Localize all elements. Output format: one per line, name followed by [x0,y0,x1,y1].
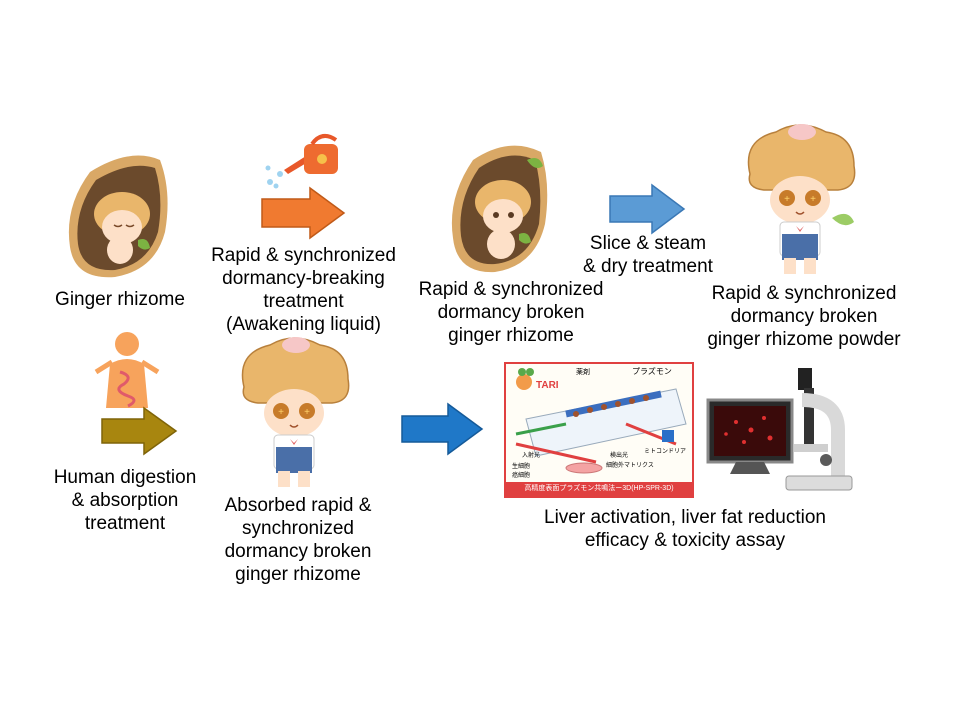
spr-incident-label: 入射光 [522,453,541,459]
watering-can-icon [265,133,338,189]
digestion-label: Human digestion & absorption treatment [42,466,208,535]
spr-reagent-label: 薬剤 [576,369,590,376]
microscope-icon [706,368,853,491]
spr-logo: TARI [536,380,559,391]
absorbed-line-4: ginger rhizome [235,564,361,585]
spr-matrix-label: 細胞外マトリクス [606,463,654,469]
spr-living-cell-label: 生細胞 [512,464,531,470]
dormancy-breaking-label: Rapid & synchronized dormancy-breaking t… [196,244,411,336]
broken-rhizome-line-1: Rapid & synchronized [418,279,604,300]
dormancy-breaking-line-4: (Awakening liquid) [226,314,381,335]
broken-rhizome-label: Rapid & synchronized dormancy broken gin… [402,278,620,347]
powder-line-2: dormancy broken [730,306,878,327]
powder-label: Rapid & synchronized dormancy broken gin… [695,282,913,351]
digestion-line-1: Human digestion [53,467,197,488]
ginger-awake-character-icon [451,145,548,273]
ginger-body-icon [94,332,160,408]
powder-line-1: Rapid & synchronized [711,283,897,304]
assay-label: Liver activation, liver fat reduction ef… [500,506,870,552]
digestion-line-2: & absorption [71,490,179,511]
absorbed-line-3: dormancy broken [224,541,372,562]
spr-cancer-cell-label: 癌細胞 [512,473,531,479]
digestion-line-3: treatment [84,513,166,534]
broken-rhizome-line-3: ginger rhizome [448,325,574,346]
dormancy-breaking-line-3: treatment [263,291,344,312]
svg-text:+: + [304,407,310,418]
svg-text:+: + [784,194,790,205]
spr-mito-label: ミトコンドリア [644,449,687,455]
slice-steam-arrow [609,183,686,235]
digestion-arrow [101,406,178,456]
spr-caption: 高精度表面プラズモン共鳴法ー3D(HP-SPR-3D) [506,482,692,496]
svg-text:+: + [810,194,816,205]
dormancy-breaking-line-1: Rapid & synchronized [211,245,396,266]
broken-rhizome-line-2: dormancy broken [437,302,585,323]
powder-line-3: ginger rhizome powder [707,329,901,350]
ginger-boy-powder-character-icon: + + [747,124,856,274]
assay-arrow [401,402,484,456]
absorbed-line-2: synchronized [242,518,354,539]
slice-steam-line-1: Slice & steam [589,233,707,254]
assay-line-1: Liver activation, liver fat reduction [544,507,826,528]
dormancy-breaking-line-2: dormancy-breaking [222,268,385,289]
slice-steam-line-2: & dry treatment [583,256,713,277]
dormancy-breaking-arrow [261,186,346,240]
assay-line-2: efficacy & toxicity assay [584,530,786,551]
svg-text:+: + [278,407,284,418]
spr-figure: TARI 薬剤 プラズモン ミトコンドリア 入射光 生細胞 癌細胞 検出光 細胞… [504,362,694,498]
spr-diagram-icon [515,368,687,474]
slice-steam-label: Slice & steam & dry treatment [568,232,728,278]
absorbed-line-1: Absorbed rapid & [224,495,372,516]
spr-detect-label: 検出光 [610,453,629,459]
ginger-boy-absorbed-character-icon: + + [241,337,350,487]
ginger-sleeping-character-icon [68,155,168,278]
spr-plasmon-label: プラズモン [632,367,672,376]
ginger-rhizome-label: Ginger rhizome [55,289,185,310]
absorbed-label: Absorbed rapid & synchronized dormancy b… [205,494,391,586]
